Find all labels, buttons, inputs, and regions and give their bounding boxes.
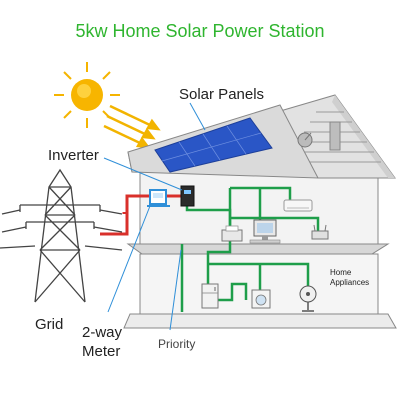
printer-icon [221,225,243,242]
meter-label-line1: 2-way [82,324,123,341]
transmission-tower-icon [0,168,123,303]
page-title: 5kw Home Solar Power Station [75,21,325,41]
appliances-label-line2: Appliances [330,278,370,287]
router-icon [311,224,329,240]
priority-label: Priority [158,337,196,351]
inverter-icon [180,185,195,207]
air-conditioner-icon [283,199,313,212]
satellite-dish-icon [297,132,313,148]
washing-machine-icon [251,289,271,309]
meter-label-line2: Meter [82,343,121,360]
sun-rays [103,104,161,149]
solar-panel-array [154,117,273,173]
solar-panels-label: Solar Panels [179,86,265,103]
fan-icon [299,285,317,312]
appliances-label-line1: Home [330,268,352,277]
meter-icon [147,189,170,207]
callout-lines [103,102,206,331]
computer-icon [249,219,281,244]
sun-icon [54,62,120,128]
grid-label: Grid [35,316,64,333]
inverter-label: Inverter [48,147,99,164]
house-wiring [180,186,320,312]
refrigerator-icon [201,283,219,309]
